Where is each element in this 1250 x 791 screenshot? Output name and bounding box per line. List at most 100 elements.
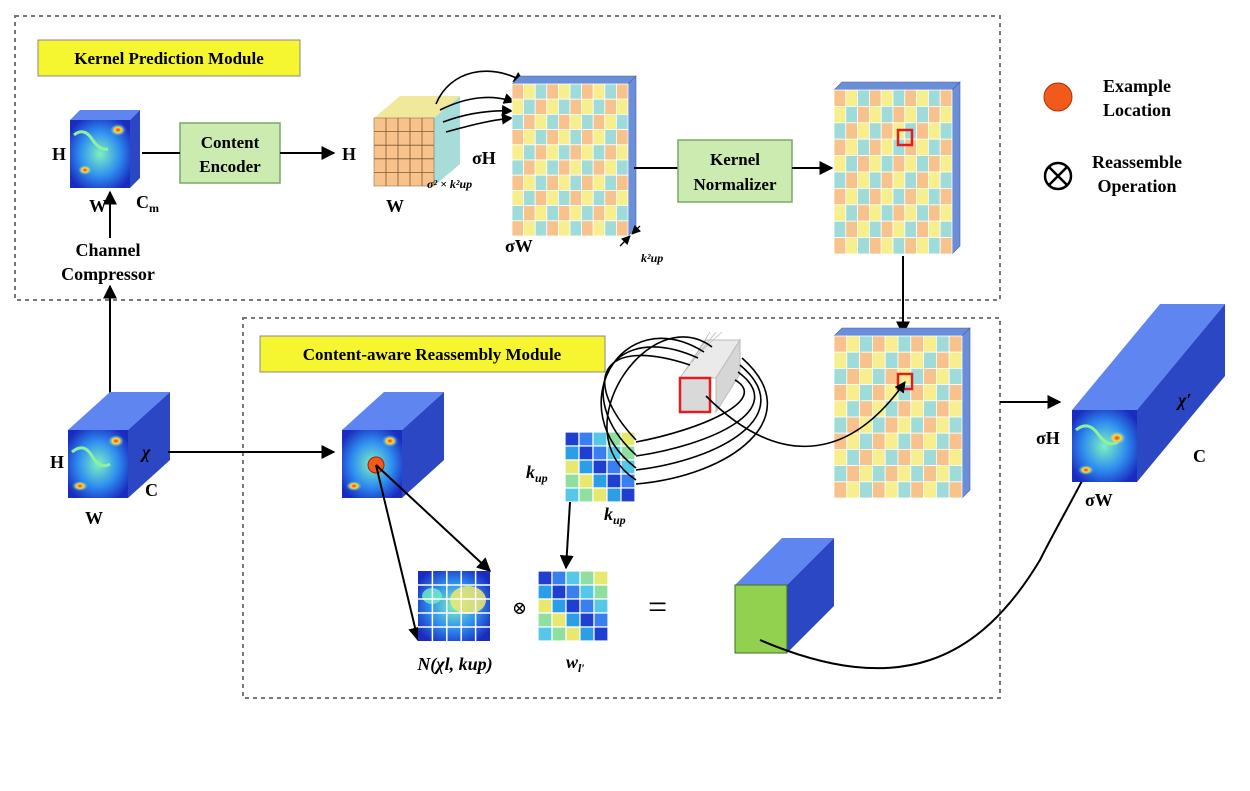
- kernel-cell: [916, 138, 929, 156]
- weight-cell: [564, 431, 580, 447]
- weight-cell: [564, 445, 580, 461]
- kernel-cell: [948, 465, 963, 483]
- kernel-cell: [558, 189, 571, 206]
- weight-cell: [565, 584, 581, 600]
- kernel-cell: [511, 174, 525, 191]
- kernel-cell: [616, 220, 629, 237]
- kernel-cell: [546, 159, 559, 176]
- kernel-cell: [869, 138, 882, 156]
- kernel-cell: [936, 400, 950, 418]
- kernel-cell: [604, 129, 617, 146]
- kernel-cell: [546, 98, 559, 115]
- kernel-cell: [859, 448, 873, 466]
- kernel-cell: [857, 220, 870, 238]
- kernel-cell: [892, 220, 906, 238]
- kernel-cell: [904, 204, 917, 222]
- kernel-cell: [846, 351, 860, 369]
- weight-cell: [578, 487, 594, 503]
- weight-cell: [578, 473, 594, 489]
- kernel-cell: [534, 220, 548, 237]
- kernel-cell: [939, 89, 953, 107]
- kernel-cell: [511, 144, 525, 161]
- kernel-cell: [581, 83, 594, 100]
- kernel-cell: [923, 351, 937, 369]
- kernel-cell: [846, 448, 860, 466]
- kernel-cell: [869, 237, 882, 255]
- kernel-cell: [904, 187, 917, 206]
- label-sigmaW-kernel: σW: [505, 236, 533, 256]
- kernel-cell: [833, 335, 848, 353]
- kernel-cell: [845, 106, 858, 124]
- weight-cell: [564, 473, 580, 489]
- kernel-cell: [939, 220, 953, 238]
- label-kup-bottom: kup: [604, 504, 626, 527]
- kernel-cell: [884, 400, 899, 418]
- kernel-cell: [936, 481, 950, 499]
- kernel-cell: [872, 481, 886, 499]
- kernel-cell: [846, 335, 860, 353]
- kernel-cell: [880, 171, 894, 189]
- kernel-cell: [846, 465, 860, 483]
- label-weights: wl′: [566, 652, 585, 675]
- weight-cell: [592, 459, 608, 475]
- kernel-cell: [581, 98, 594, 115]
- kernel-cell: [569, 159, 583, 176]
- predicted-kernel-map: [511, 75, 637, 237]
- selected-kernel-highlight-top: [896, 128, 914, 147]
- kernel-cell: [833, 171, 847, 189]
- kernel-cell: [511, 129, 525, 146]
- kernel-cell: [939, 187, 953, 206]
- otimes-symbol: ⊗: [512, 598, 527, 618]
- compressor-line1: Channel: [75, 240, 140, 260]
- kernel-cell: [581, 205, 594, 222]
- kernel-cell: [604, 220, 617, 237]
- kernel-cell: [923, 416, 937, 434]
- kernel-cell: [833, 400, 848, 418]
- kernel-cell: [857, 138, 870, 156]
- label-W-encoded: W: [386, 196, 404, 216]
- kernel-cell: [916, 106, 929, 124]
- weight-cell: [551, 612, 567, 628]
- kernel-cell: [616, 98, 629, 115]
- kernel-cell: [833, 122, 847, 140]
- kernel-cell: [534, 98, 548, 115]
- kernel-cell: [534, 114, 548, 131]
- kernel-cell: [558, 129, 571, 146]
- kernel-cell: [910, 448, 924, 466]
- kernel-prediction-module-frame: [14, 15, 1001, 301]
- weight-cell: [579, 570, 595, 586]
- kernel-cell: [884, 367, 899, 385]
- weight-cell: [565, 612, 581, 628]
- kernel-cell: [592, 83, 606, 100]
- kernel-cell: [923, 448, 937, 466]
- kernel-cell: [569, 205, 583, 222]
- kernel-cell: [569, 144, 583, 161]
- kernel-cell: [904, 220, 917, 238]
- kernel-cell: [916, 187, 929, 206]
- kernel-cell: [511, 205, 525, 222]
- kernel-cell: [534, 189, 548, 206]
- kernel-cell: [948, 448, 963, 466]
- kernel-cell: [872, 351, 886, 369]
- reassemble-operation-icon: [1043, 161, 1073, 191]
- kernel-cell: [546, 129, 559, 146]
- kernel-cell: [511, 220, 525, 237]
- weight-cell: [564, 459, 580, 475]
- kernel-cell: [569, 129, 583, 146]
- weight-cell: [620, 487, 636, 503]
- kernel-cell: [910, 416, 924, 434]
- kernel-cell: [833, 138, 847, 156]
- kernel-cell: [928, 122, 941, 140]
- kernel-cell: [880, 204, 894, 222]
- kernel-cell: [869, 204, 882, 222]
- kernel-cell: [892, 89, 906, 107]
- kernel-cell: [939, 204, 953, 222]
- kernel-cell: [916, 220, 929, 238]
- kernel-cell: [604, 159, 617, 176]
- kernel-cell: [523, 205, 536, 222]
- kernel-cell: [592, 98, 606, 115]
- kernel-cell: [833, 465, 848, 483]
- label-chi: χ: [139, 442, 151, 462]
- kernel-cell: [897, 351, 912, 369]
- kernel-cell: [872, 432, 886, 450]
